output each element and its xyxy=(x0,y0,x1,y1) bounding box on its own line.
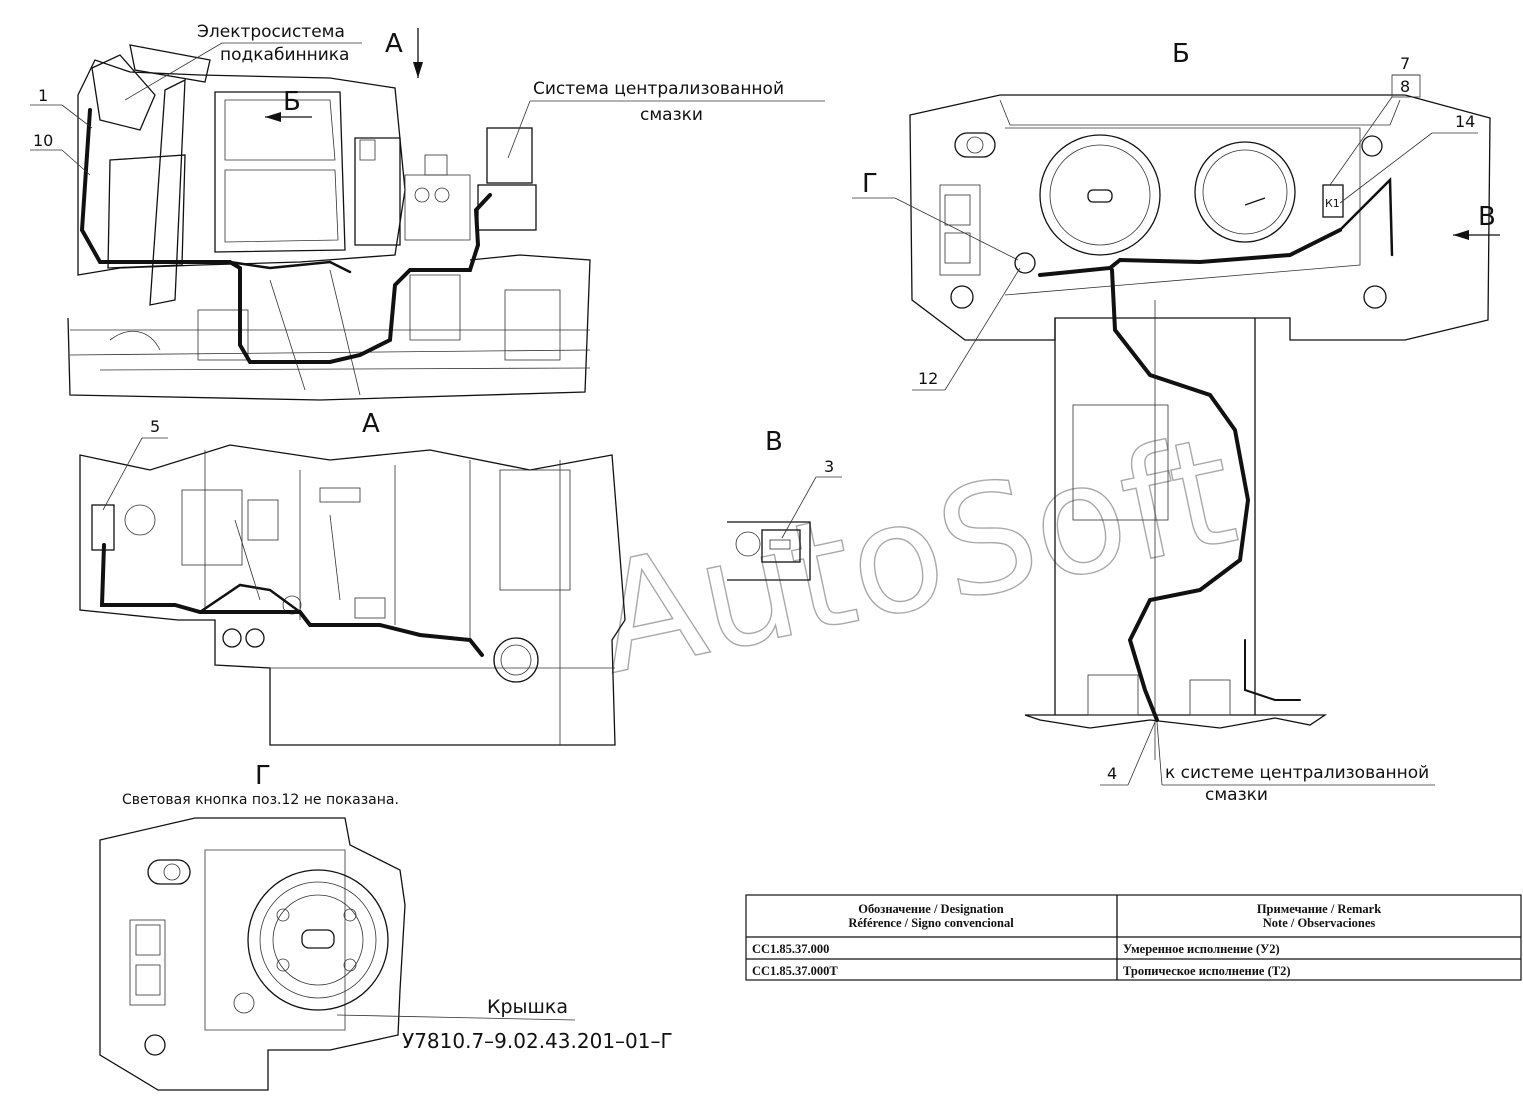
lube-top-label-1: Система централизованной xyxy=(533,79,784,99)
view-b-drawing: К1 xyxy=(909,94,1491,760)
pos-14-label: 14 xyxy=(1455,112,1475,131)
pos-7-label: 7 xyxy=(1400,54,1410,73)
view-a-drawing xyxy=(79,444,626,746)
table-header-remark-2: Note / Observaciones xyxy=(1263,916,1376,930)
view-b-title: Б xyxy=(1172,39,1190,69)
table-row-remark: Умеренное исполнение (У2) xyxy=(1123,942,1280,956)
pos-7-8-leader: 7 8 xyxy=(1329,54,1421,186)
pos-3-leader: 3 xyxy=(781,457,842,539)
lube-top-label-2: смазки xyxy=(640,105,703,125)
pos-12-label: 12 xyxy=(918,369,938,388)
pos-5-leader: 5 xyxy=(102,417,168,511)
view-b-arrow-v-label: В xyxy=(1478,202,1496,232)
table-header-designation-1: Обозначение / Designation xyxy=(858,902,1004,916)
pos-10-leader: 10 xyxy=(30,131,91,176)
table-header-designation-2: Référence / Signo convencional xyxy=(848,916,1014,930)
view-g-title: Г xyxy=(255,761,271,791)
main-side-view xyxy=(67,28,591,401)
pos-1-leader: 1 xyxy=(30,86,93,129)
designation-table: Обозначение / Designation Référence / Si… xyxy=(745,894,1522,981)
table-row-designation: СС1.85.37.000 xyxy=(752,942,829,956)
pos-8-label: 8 xyxy=(1400,77,1410,96)
lube-bottom-callout: к системе централизованной смазки xyxy=(1156,721,1435,805)
main-arrow-b-label: Б xyxy=(283,87,301,117)
electro-label-2: подкабинника xyxy=(220,45,349,65)
view-g-drawing xyxy=(99,817,406,1091)
cover-name-label: Крышка xyxy=(487,996,568,1018)
view-g-callout-label: Г xyxy=(862,169,878,199)
pos-1-label: 1 xyxy=(38,86,48,105)
pos-3-label: 3 xyxy=(824,457,834,476)
cover-callout: Крышка У7810.7–9.02.43.201–01–Г xyxy=(336,996,673,1053)
pos-5-label: 5 xyxy=(150,417,160,436)
autosoft-watermark: AutoSoft xyxy=(583,404,1249,708)
table-header-remark-1: Примечание / Remark xyxy=(1257,902,1381,916)
lube-top-callout: Система централизованной смазки xyxy=(507,79,825,159)
pos-4-label: 4 xyxy=(1107,764,1117,783)
view-v-drawing xyxy=(727,521,811,581)
cover-code-label: У7810.7–9.02.43.201–01–Г xyxy=(402,1029,673,1053)
lube-bottom-label-1: к системе централизованной xyxy=(1165,763,1429,783)
electro-label-1: Электросистема xyxy=(197,22,345,42)
pos-10-label: 10 xyxy=(33,131,53,150)
view-g-note: Световая кнопка поз.12 не показана. xyxy=(122,792,399,808)
electro-callout: Электросистема подкабинника xyxy=(124,22,362,101)
lube-bottom-label-2: смазки xyxy=(1205,785,1268,805)
pos-4-leader: 4 xyxy=(1100,721,1156,786)
table-row-remark: Тропическое исполнение (Т2) xyxy=(1123,964,1291,978)
view-a-title: А xyxy=(362,409,380,439)
pos-14-leader: 14 xyxy=(1339,112,1478,204)
view-v-title: В xyxy=(765,427,783,457)
pos-12-leader: 12 xyxy=(912,267,1021,391)
table-row-designation: СС1.85.37.000Т xyxy=(752,964,838,978)
relay-k1-label: К1 xyxy=(1325,197,1340,210)
view-b-arrow xyxy=(1453,230,1500,240)
main-arrow-a-label: А xyxy=(385,29,403,59)
